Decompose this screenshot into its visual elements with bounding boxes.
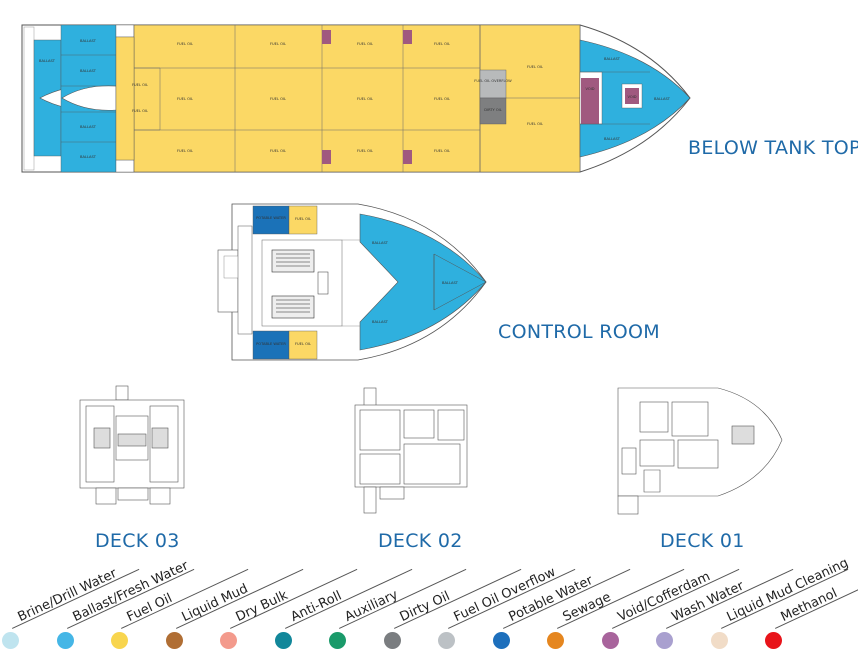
- legend-swatch: [601, 632, 619, 649]
- label-fuel-oil: FUEL OIL: [295, 217, 311, 221]
- general-arrangement-plans: BALLAST BALLAST BALLAST BALLAST BALLAST …: [21, 24, 783, 515]
- legend-swatch: [2, 632, 19, 649]
- legend-swatch: [383, 632, 401, 649]
- legend-swatch: [765, 632, 782, 649]
- control-room-plan: POTABLE WATER POTABLE WATER FUEL OIL FUE…: [217, 203, 487, 361]
- label-fuel-oil-overflow: FUEL OIL OVERFLOW: [474, 79, 512, 83]
- label-fuel-oil: FUEL OIL: [270, 97, 286, 101]
- deck01-plan: [617, 387, 783, 515]
- tank-dirty-oil: [479, 97, 507, 125]
- label-fuel-oil: FUEL OIL: [177, 97, 193, 101]
- label-fuel-oil: FUEL OIL: [132, 83, 148, 87]
- label-fuel-oil: FUEL OIL: [177, 149, 193, 153]
- legend-label: Auxiliary: [342, 587, 401, 625]
- label-ballast: BALLAST: [80, 125, 97, 129]
- deck02-plan: [354, 387, 468, 514]
- label-potable-water: POTABLE WATER: [256, 342, 286, 346]
- below-tank-top-plan: BALLAST BALLAST BALLAST BALLAST BALLAST …: [21, 24, 691, 173]
- tank-potable-water-port: [252, 205, 290, 235]
- legend-swatch: [274, 632, 292, 649]
- label-ballast: BALLAST: [39, 59, 56, 63]
- legend-swatch: [220, 632, 237, 649]
- label-ballast: BALLAST: [80, 69, 97, 73]
- title-deck01: DECK 01: [660, 530, 745, 552]
- legend-swatch: [710, 632, 728, 649]
- label-ballast: BALLAST: [372, 241, 389, 245]
- label-fuel-oil: FUEL OIL: [270, 149, 286, 153]
- legend-swatch: [111, 632, 128, 649]
- label-fuel-oil: FUEL OIL: [434, 42, 450, 46]
- label-ballast: BALLAST: [372, 320, 389, 324]
- legend-swatch: [165, 632, 183, 649]
- label-fuel-oil: FUEL OIL: [270, 42, 286, 46]
- label-ballast: BALLAST: [80, 39, 97, 43]
- label-fuel-oil: FUEL OIL: [132, 109, 148, 113]
- label-void: VOID: [585, 87, 594, 91]
- label-ballast: BALLAST: [442, 281, 459, 285]
- label-fuel-oil: FUEL OIL: [434, 97, 450, 101]
- title-deck03: DECK 03: [95, 530, 180, 552]
- label-fuel-oil: FUEL OIL: [357, 42, 373, 46]
- label-void: VOID: [627, 95, 636, 99]
- label-ballast: BALLAST: [80, 155, 97, 159]
- legend-swatch: [56, 632, 74, 649]
- legend-swatch: [547, 632, 564, 649]
- label-ballast: BALLAST: [654, 97, 671, 101]
- tank-fuel-oil-overflow: [479, 69, 507, 99]
- legend-label: Anti-Roll: [288, 588, 344, 625]
- tank-potable-water-starboard: [252, 330, 290, 360]
- label-fuel-oil: FUEL OIL: [357, 149, 373, 153]
- label-fuel-oil: FUEL OIL: [357, 97, 373, 101]
- legend-swatch: [656, 632, 673, 649]
- deck03-plan: [79, 385, 185, 505]
- tank-ballast-bow-control-room: [359, 213, 487, 351]
- label-ballast: BALLAST: [604, 57, 621, 61]
- label-ballast: BALLAST: [604, 137, 621, 141]
- legend-swatch: [329, 632, 346, 649]
- legend-label: Dirty Oil: [397, 588, 452, 625]
- title-control-room: CONTROL ROOM: [498, 321, 660, 343]
- label-fuel-oil: FUEL OIL: [295, 342, 311, 346]
- legend-swatch: [492, 632, 510, 649]
- label-dirty-oil: DIRTY OIL: [484, 108, 502, 112]
- label-fuel-oil: FUEL OIL: [527, 65, 543, 69]
- label-potable-water: POTABLE WATER: [256, 216, 286, 220]
- label-fuel-oil: FUEL OIL: [434, 149, 450, 153]
- legend-swatch: [438, 632, 455, 649]
- title-below-tank-top: BELOW TANK TOP: [688, 137, 858, 159]
- label-fuel-oil: FUEL OIL: [527, 122, 543, 126]
- label-fuel-oil: FUEL OIL: [177, 42, 193, 46]
- title-deck02: DECK 02: [378, 530, 463, 552]
